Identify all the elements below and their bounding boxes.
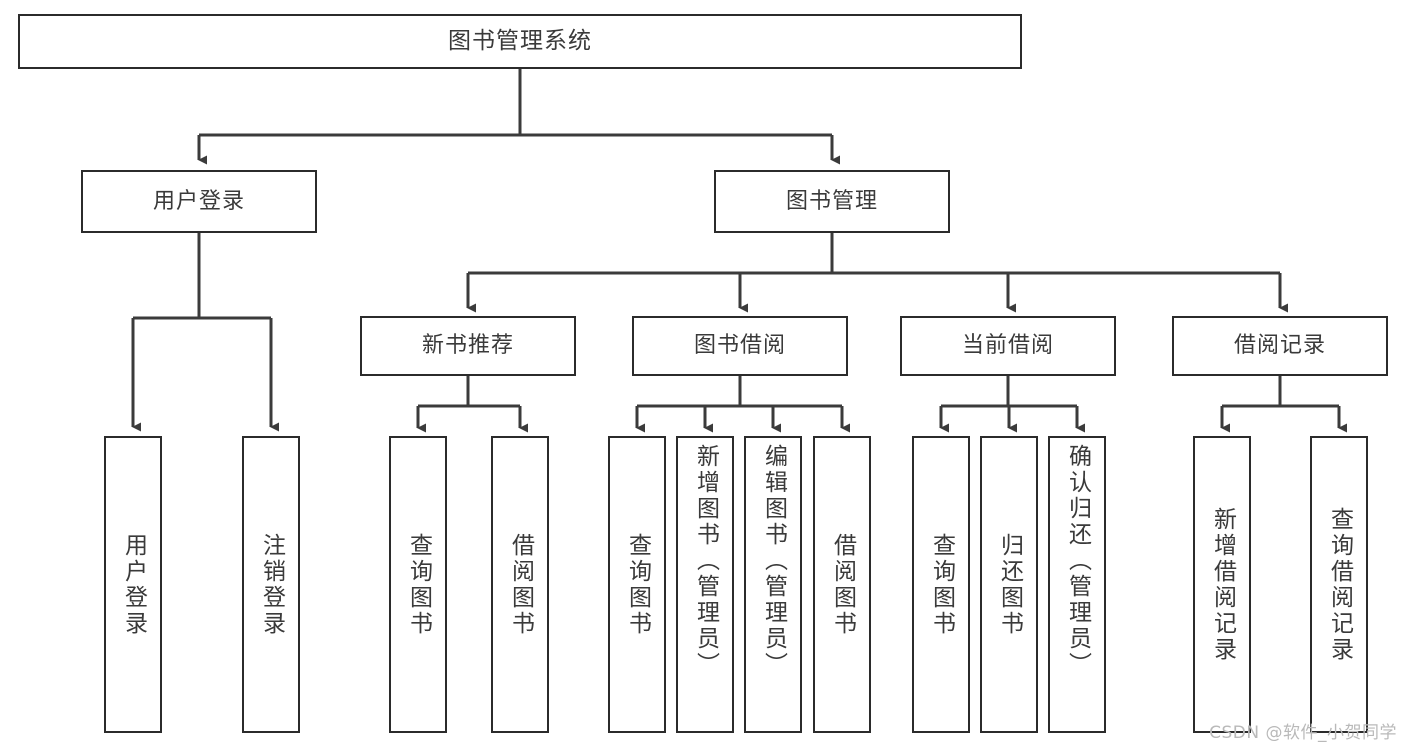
leaf-recommend-query-book[interactable]: 查询图书 (389, 436, 447, 733)
node-label: 图书借阅 (693, 333, 786, 359)
leaf-recommend-borrow-book[interactable]: 借阅图书 (491, 436, 549, 733)
node-label: 借阅图书 (829, 532, 856, 637)
node-label: 注销登录 (258, 532, 285, 637)
leaf-current-query-book[interactable]: 查询图书 (912, 436, 970, 733)
leaf-record-query-record[interactable]: 查询借阅记录 (1310, 436, 1368, 733)
node-label: 图书管理系统 (448, 27, 592, 54)
leaf-user-login-signout[interactable]: 注销登录 (242, 436, 300, 733)
node-new-book-recommend[interactable]: 新书推荐 (360, 316, 576, 376)
node-label: 归还图书 (996, 532, 1023, 637)
node-book-borrow[interactable]: 图书借阅 (632, 316, 848, 376)
node-label: 查询图书 (928, 532, 955, 637)
node-label: 新书推荐 (421, 333, 514, 359)
node-label: 编辑图书（管理员） (760, 444, 787, 678)
leaf-record-add-record[interactable]: 新增借阅记录 (1193, 436, 1251, 733)
leaf-current-confirm-return-admin[interactable]: 确认归还（管理员） (1048, 436, 1106, 733)
node-current-borrow[interactable]: 当前借阅 (900, 316, 1116, 376)
node-label: 用户登录 (152, 188, 245, 214)
leaf-borrow-borrow-book[interactable]: 借阅图书 (813, 436, 871, 733)
node-label: 用户登录 (120, 532, 147, 637)
leaf-user-login-signin[interactable]: 用户登录 (104, 436, 162, 733)
node-label: 当前借阅 (961, 333, 1054, 359)
node-label: 确认归还（管理员） (1064, 444, 1091, 678)
node-label: 查询图书 (624, 532, 651, 637)
leaf-current-return-book[interactable]: 归还图书 (980, 436, 1038, 733)
node-label: 查询图书 (405, 532, 432, 637)
node-label: 借阅记录 (1233, 333, 1326, 359)
node-label: 图书管理 (785, 188, 878, 214)
node-label: 借阅图书 (507, 532, 534, 637)
node-label: 查询借阅记录 (1326, 506, 1353, 663)
leaf-borrow-add-book-admin[interactable]: 新增图书（管理员） (676, 436, 734, 733)
node-user-login[interactable]: 用户登录 (81, 170, 317, 233)
node-label: 新增借阅记录 (1209, 506, 1236, 663)
node-borrow-record[interactable]: 借阅记录 (1172, 316, 1388, 376)
node-label: 新增图书（管理员） (692, 444, 719, 678)
node-root-system[interactable]: 图书管理系统 (18, 14, 1022, 69)
leaf-borrow-edit-book-admin[interactable]: 编辑图书（管理员） (744, 436, 802, 733)
leaf-borrow-query-book[interactable]: 查询图书 (608, 436, 666, 733)
node-book-management[interactable]: 图书管理 (714, 170, 950, 233)
